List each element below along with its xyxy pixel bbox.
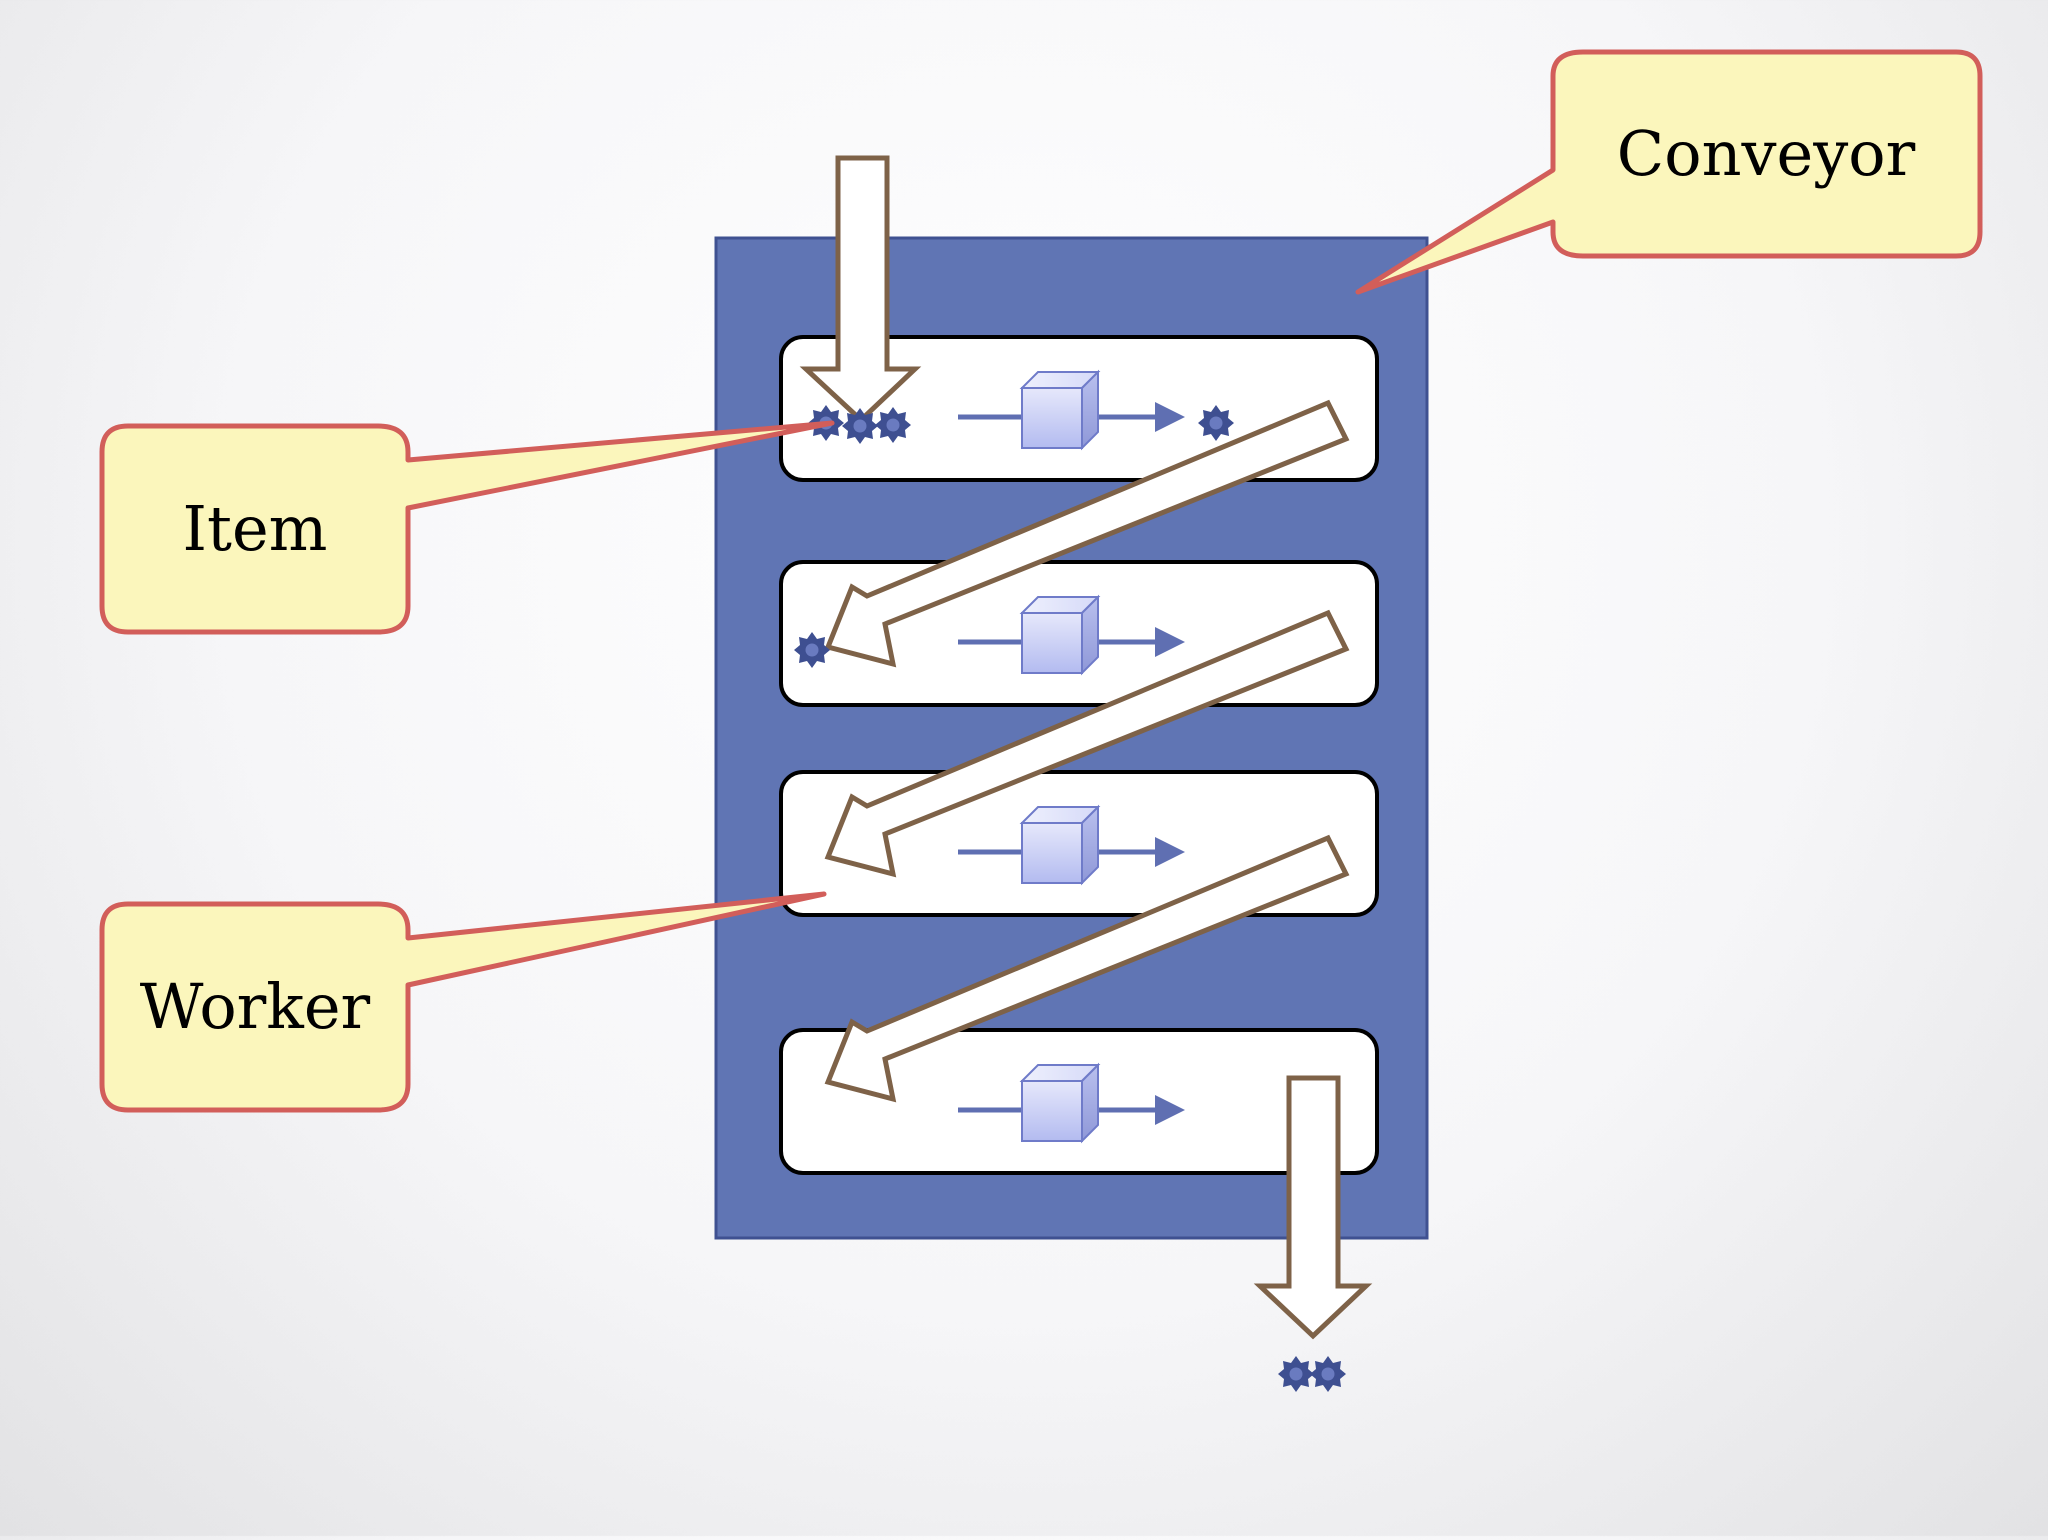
callout-worker-label: Worker: [140, 970, 371, 1043]
gear-icon: [794, 632, 830, 668]
worker-1-content: [958, 371, 1185, 449]
worker-4-content: [958, 1064, 1185, 1142]
gear-icon: [1198, 405, 1234, 441]
callout-conveyor-label: Conveyor: [1617, 117, 1916, 190]
callout-item: [99, 420, 835, 635]
callout-worker: [99, 891, 827, 1113]
flow-arrow-2-to-3: [824, 609, 1350, 878]
cube-icon: [1021, 596, 1099, 674]
flow-arrow-3-to-4: [824, 834, 1350, 1103]
worker-3-content: [958, 806, 1185, 884]
flow-arrow-1-to-2: [824, 399, 1350, 668]
callout-conveyor: [1355, 49, 1983, 295]
cube-icon: [1021, 806, 1099, 884]
gear-icon: [1278, 1356, 1314, 1392]
callout-item-label: Item: [183, 492, 328, 565]
output-flow-arrow: [1253, 1075, 1373, 1340]
gear-icon: [1310, 1356, 1346, 1392]
gear-icon: [842, 408, 878, 444]
input-flow-arrow: [799, 155, 922, 424]
gear-icon: [875, 407, 911, 443]
worker-2-content: [958, 596, 1185, 674]
cube-icon: [1021, 1064, 1099, 1142]
cube-icon: [1021, 371, 1099, 449]
